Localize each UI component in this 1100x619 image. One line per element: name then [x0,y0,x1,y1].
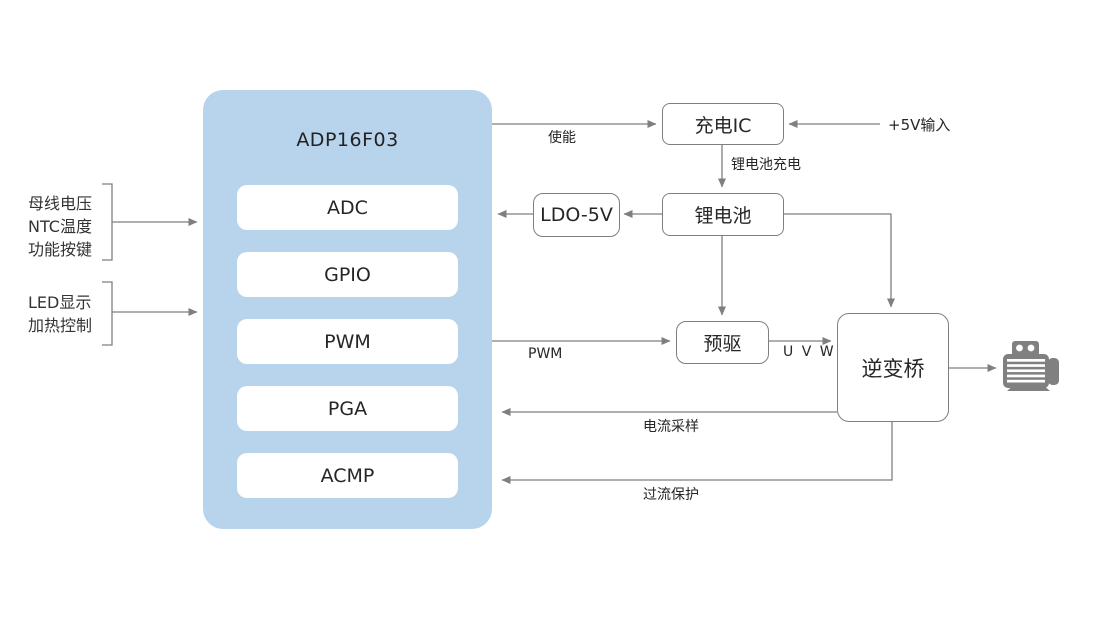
inverter-bridge-block: 逆变桥 [837,313,949,422]
input-label-led: LED显示 [28,293,92,312]
bracket-inputs-2 [102,281,113,346]
module-gpio: GPIO [237,252,458,297]
label-current-sample: 电流采样 [643,419,699,435]
label-enable: 使能 [548,130,576,146]
input-label-buttons: 功能按键 [28,240,93,259]
mcu-title: ADP16F03 [296,129,399,151]
label-5v-input: +5V输入 [888,116,951,134]
label-uvw: U V W [783,344,836,360]
input-group-analog: 母线电压 NTC温度 功能按键 [28,192,92,261]
input-label-bus-voltage: 母线电压 [28,194,93,213]
module-adc: ADC [237,185,458,230]
input-label-ntc-temp: NTC温度 [28,217,92,236]
label-battery-charge: 锂电池充电 [731,157,801,173]
wire-overcurrent-to-chip [501,420,893,484]
predriver-block: 预驱 [676,321,769,364]
module-acmp: ACMP [237,453,458,498]
charger-ic-block: 充电IC [662,103,784,145]
module-pwm: PWM [237,319,458,364]
input-label-heater: 加热控制 [28,316,93,335]
bracket-inputs-1 [102,183,113,261]
wire-battery-to-inverter [782,213,895,308]
mcu-block: ADP16F03 ADC GPIO PWM PGA ACMP [203,90,492,529]
ldo-block: LDO-5V [533,193,620,237]
input-group-control: LED显示 加热控制 [28,291,92,337]
battery-block: 锂电池 [662,193,784,236]
label-pwm: PWM [528,346,563,362]
motor-icon [1003,341,1059,391]
module-pga: PGA [237,386,458,431]
label-overcurrent-protect: 过流保护 [643,487,699,503]
